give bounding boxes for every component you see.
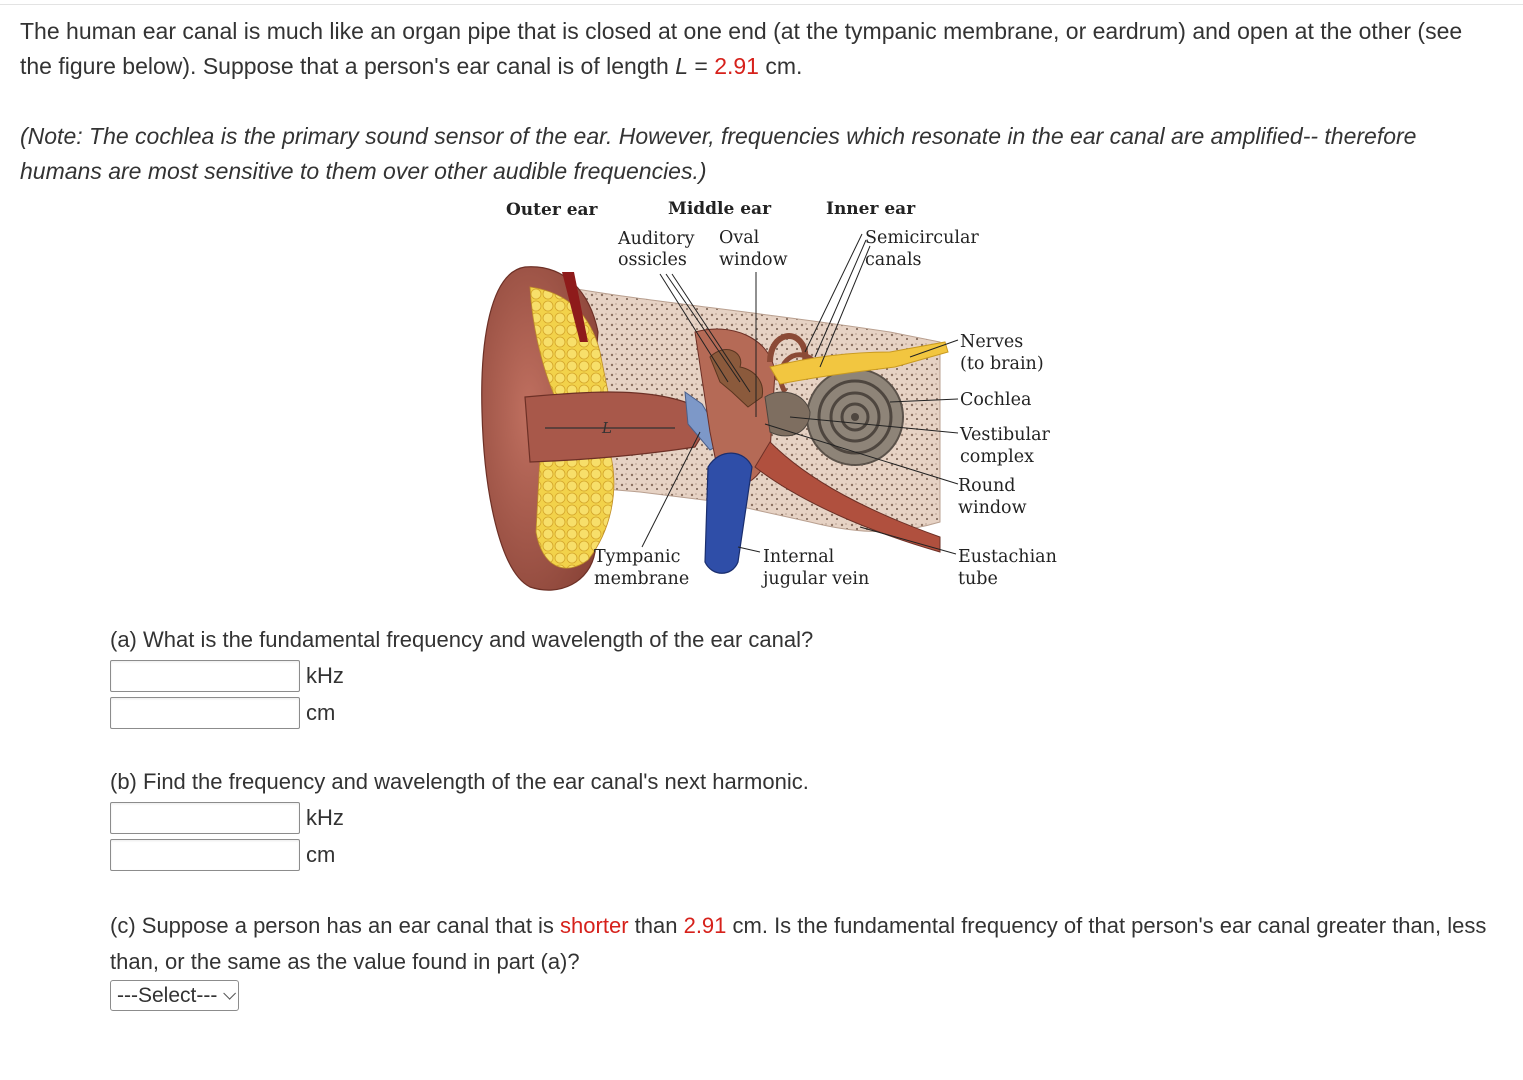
- answer-row-a-frequency: kHz: [110, 658, 344, 694]
- length-variable: L: [675, 53, 688, 79]
- answer-row-b-wavelength: cm: [110, 837, 335, 873]
- ossicles: [709, 349, 764, 408]
- internal-jugular-vein: [704, 452, 753, 574]
- cartilage-strip: [562, 272, 588, 342]
- label-tympanic: Tympanic: [594, 547, 680, 567]
- answer-a-wavelength-input[interactable]: [110, 697, 300, 729]
- ear-anatomy-figure: Outer ear Middle ear Inner ear Auditory …: [481, 199, 1057, 591]
- length-value: 2.91: [714, 53, 759, 79]
- unit-a-khz: kHz: [306, 663, 344, 688]
- label-eustachian: Eustachian: [958, 547, 1057, 567]
- label-cochlea: Cochlea: [960, 390, 1031, 410]
- fat-lower: [535, 451, 615, 569]
- unit-a-cm: cm: [306, 700, 336, 725]
- label-round-window: window: [958, 498, 1027, 518]
- label-nerves: Nerves: [960, 332, 1023, 352]
- question-c-length: 2.91: [683, 913, 727, 938]
- header-inner-ear: Inner ear: [826, 199, 916, 219]
- question-c-text-3: cm. Is the fundamental frequency of that…: [110, 913, 1487, 974]
- header-outer-ear: Outer ear: [506, 200, 599, 220]
- semicircular-canal-loop: [777, 352, 817, 394]
- label-internal: Internal: [763, 547, 835, 567]
- question-c-text-2: than: [628, 913, 684, 938]
- comparison-select[interactable]: ---Select---: [110, 980, 240, 1011]
- problem-note: (Note: The cochlea is the primary sound …: [20, 123, 1417, 184]
- question-c-shorter: shorter: [560, 913, 629, 938]
- label-semicircular: Semicircular: [865, 228, 979, 248]
- label-ossicles: ossicles: [618, 250, 687, 270]
- label-to-brain: (to brain): [960, 354, 1044, 374]
- unit-b-cm: cm: [306, 842, 336, 867]
- header-middle-ear: Middle ear: [668, 199, 772, 219]
- top-divider: [0, 4, 1523, 5]
- label-window: window: [719, 250, 788, 270]
- problem-intro: The human ear canal is much like an orga…: [20, 14, 1480, 84]
- eustachian-tube: [754, 441, 941, 553]
- intro-equals: =: [687, 53, 715, 79]
- question-c-text-1: (c) Suppose a person has an ear canal th…: [110, 913, 561, 938]
- label-canals: canals: [865, 250, 922, 270]
- answer-a-frequency-input[interactable]: [110, 660, 300, 692]
- length-marker-label: L: [601, 419, 612, 437]
- label-vestibular: Vestibular: [959, 425, 1051, 445]
- intro-text: The human ear canal is much like an orga…: [20, 18, 1463, 79]
- label-jugular-vein: jugular vein: [761, 569, 869, 589]
- leader-lines: [641, 233, 959, 555]
- label-oval: Oval: [719, 228, 760, 248]
- chevron-down-icon: [223, 987, 237, 1000]
- question-b: (b) Find the frequency and wavelength of…: [110, 769, 809, 794]
- label-tube: tube: [958, 569, 998, 589]
- question-c: (c) Suppose a person has an ear canal th…: [110, 908, 1490, 980]
- answer-b-wavelength-input[interactable]: [110, 839, 300, 871]
- nerves: [769, 341, 949, 385]
- question-a: (a) What is the fundamental frequency an…: [110, 627, 814, 652]
- label-membrane: membrane: [594, 569, 689, 589]
- answer-row-b-frequency: kHz: [110, 800, 344, 836]
- answer-b-frequency-input[interactable]: [110, 802, 300, 834]
- answer-row-a-wavelength: cm: [110, 695, 335, 731]
- unit-b-khz: kHz: [306, 805, 344, 830]
- length-unit: cm.: [758, 53, 803, 79]
- label-complex: complex: [960, 447, 1034, 467]
- label-round: Round: [958, 476, 1015, 496]
- label-auditory: Auditory: [617, 229, 695, 249]
- comparison-select-value: ---Select---: [117, 983, 218, 1007]
- cochlea: [806, 368, 904, 466]
- vestibular-complex: [764, 391, 811, 437]
